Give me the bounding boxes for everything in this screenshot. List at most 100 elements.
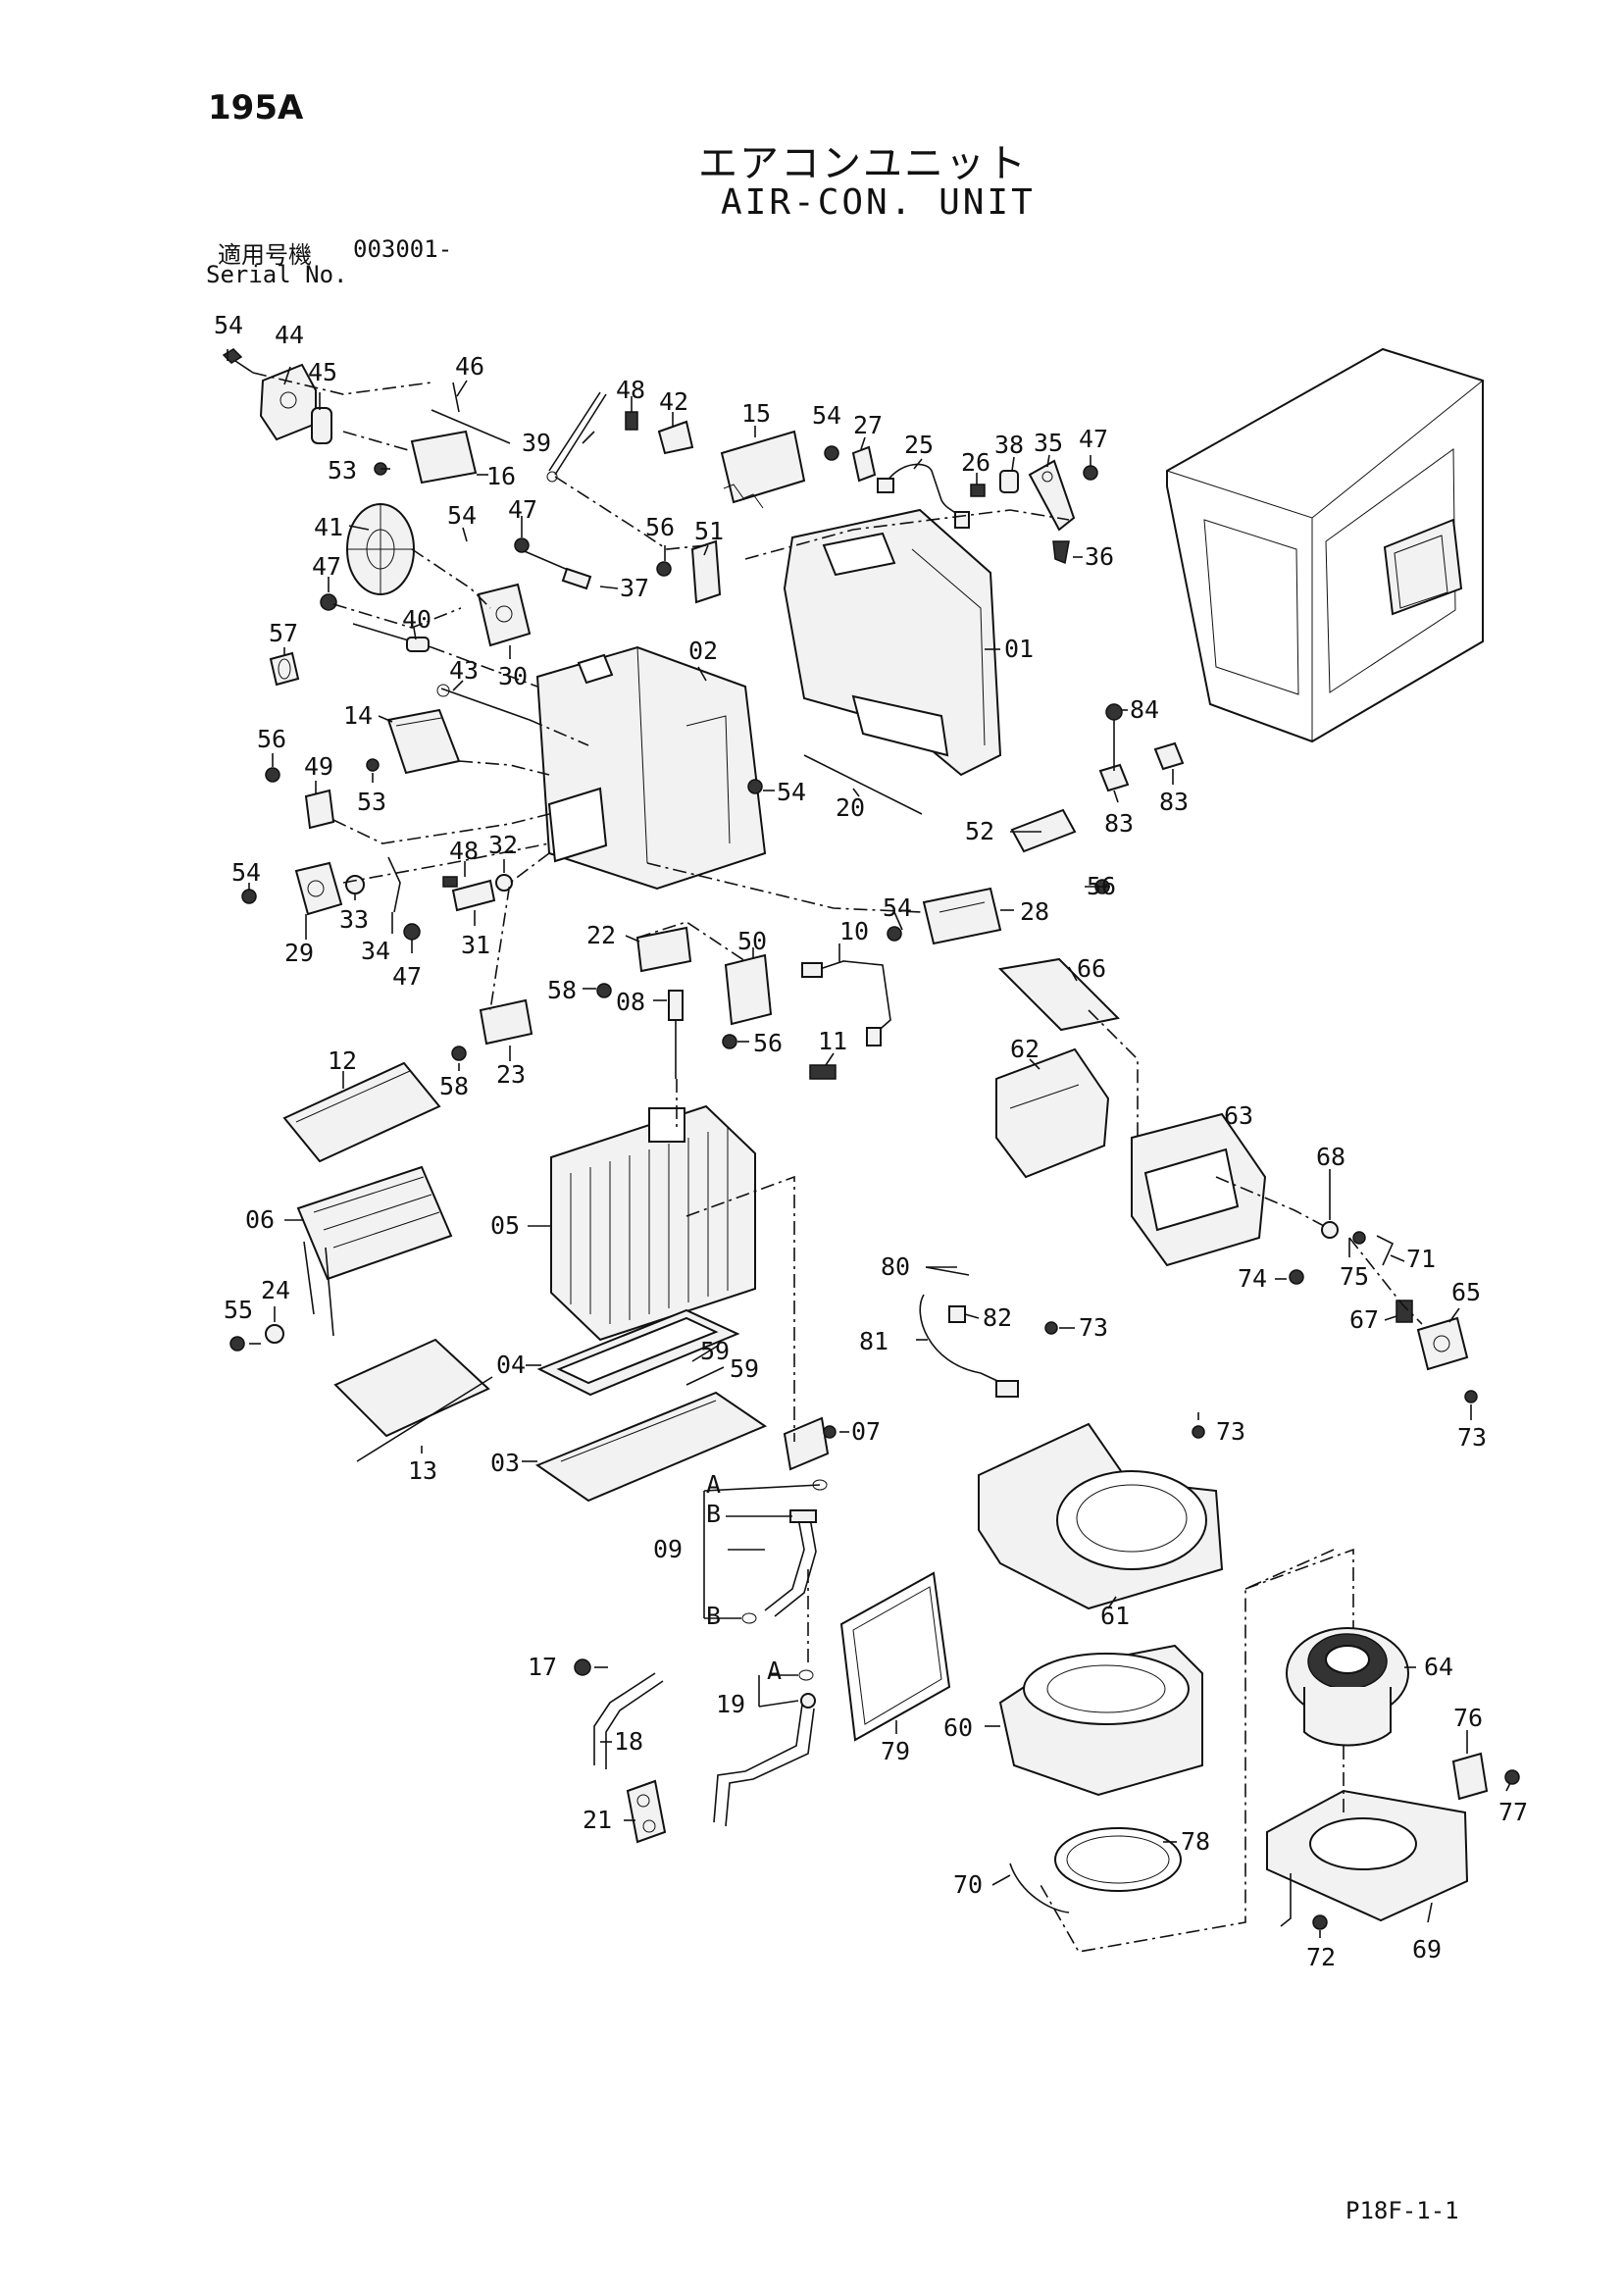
callout-46: 46 <box>455 352 484 381</box>
callout-54: 54 <box>777 778 806 806</box>
seal-a-2 <box>798 1669 814 1681</box>
callout-70: 70 <box>953 1870 983 1899</box>
callout-80: 80 <box>881 1252 910 1281</box>
callout-04: 04 <box>496 1351 526 1379</box>
part-68-clip <box>1321 1221 1339 1239</box>
part-26-connector <box>970 484 986 497</box>
part-51-bracket <box>690 539 722 604</box>
callout-73: 73 <box>1457 1423 1487 1452</box>
callout-06: 06 <box>245 1205 275 1234</box>
callout-65: 65 <box>1451 1278 1481 1306</box>
part-71-rod <box>1376 1235 1395 1266</box>
callout-05: 05 <box>490 1211 520 1240</box>
callout-13: 13 <box>408 1456 437 1485</box>
part-34-rod <box>387 856 401 913</box>
part-30-actuator <box>477 583 532 647</box>
callout-61: 61 <box>1100 1602 1130 1630</box>
callout-56: 56 <box>753 1029 783 1057</box>
callout-11: 11 <box>818 1027 847 1055</box>
callout-83: 83 <box>1104 809 1134 838</box>
part-70-drain-hose <box>1009 1862 1070 1913</box>
callout-52: 52 <box>965 817 994 845</box>
assembly-lines <box>252 372 1423 1953</box>
callout-62: 62 <box>1010 1035 1040 1063</box>
part-67-link <box>1396 1300 1413 1323</box>
part-47-screw-d <box>403 923 421 941</box>
part-37-rod <box>519 548 592 590</box>
part-52-bracket <box>1010 808 1077 853</box>
callout-72: 72 <box>1306 1943 1336 1971</box>
callout-38: 38 <box>994 431 1024 459</box>
callout-a: A <box>767 1657 782 1685</box>
callout-a: A <box>706 1470 721 1499</box>
callout-b: B <box>706 1602 721 1630</box>
callout-12: 12 <box>328 1046 357 1075</box>
part-74-screw <box>1289 1269 1304 1285</box>
callout-55: 55 <box>224 1296 253 1324</box>
callout-83: 83 <box>1159 788 1189 816</box>
callout-75: 75 <box>1340 1262 1369 1291</box>
part-47-screw-b <box>514 537 530 553</box>
part-46-rod <box>431 382 511 444</box>
part-12-filter <box>282 1061 441 1163</box>
part-82-connector <box>948 1305 966 1323</box>
part-59-seal-b <box>685 1366 725 1386</box>
part-18-hose <box>593 1672 664 1769</box>
callout-labels: 54 44 45 46 53 16 39 48 42 15 54 27 25 2… <box>214 311 1528 1971</box>
callout-21: 21 <box>583 1806 612 1834</box>
leader-lines <box>227 349 1511 1938</box>
callout-56: 56 <box>1087 872 1116 900</box>
callout-42: 42 <box>659 387 688 416</box>
part-76-connector <box>1451 1752 1489 1801</box>
part-32-clip <box>495 874 513 892</box>
callout-82: 82 <box>983 1303 1012 1332</box>
part-50-bracket <box>724 953 773 1026</box>
callout-53: 53 <box>357 788 386 816</box>
callout-33: 33 <box>339 905 369 934</box>
callout-63: 63 <box>1224 1101 1253 1130</box>
callout-25: 25 <box>904 431 934 459</box>
callout-79: 79 <box>881 1737 910 1765</box>
callout-30: 30 <box>498 662 528 690</box>
callout-74: 74 <box>1238 1264 1267 1293</box>
part-41-gear <box>346 503 415 595</box>
part-80-bolt <box>925 1266 970 1276</box>
part-73-screw-a <box>1044 1321 1058 1335</box>
part-64-blower-motor <box>1286 1627 1409 1747</box>
part-05-evaporator <box>550 1104 756 1342</box>
part-65-actuator <box>1416 1316 1469 1371</box>
part-54-screw-e <box>241 889 257 904</box>
part-22-bracket <box>635 926 692 973</box>
part-60-fan-case <box>998 1644 1203 1797</box>
callout-59: 59 <box>700 1337 730 1365</box>
part-06-heater-core <box>296 1165 453 1337</box>
serial-label: Serial No. <box>206 261 348 288</box>
part-10-harness <box>801 960 891 1046</box>
part-16-door <box>410 430 478 485</box>
part-75-pin <box>1352 1231 1366 1245</box>
callout-22: 22 <box>586 921 616 949</box>
part-58-screw-a <box>596 983 612 998</box>
callout-56: 56 <box>257 725 286 753</box>
part-73-screw-b <box>1464 1390 1478 1403</box>
part-72-screw <box>1312 1914 1328 1930</box>
callout-09: 09 <box>653 1535 683 1563</box>
callout-54: 54 <box>231 858 261 887</box>
part-78-seal-ring <box>1054 1827 1182 1892</box>
part-23-bracket <box>479 998 533 1046</box>
callout-64: 64 <box>1424 1653 1453 1681</box>
part-15-resistor <box>720 430 806 509</box>
part-62-duct <box>995 1047 1110 1179</box>
part-48-pin <box>625 411 638 431</box>
part-84-nut <box>1105 703 1123 721</box>
callout-58: 58 <box>439 1072 469 1100</box>
callout-53: 53 <box>328 456 357 485</box>
callout-36: 36 <box>1085 542 1114 571</box>
part-17-clamp <box>574 1658 591 1676</box>
part-47-screw-c <box>320 593 337 611</box>
callout-26: 26 <box>961 448 990 477</box>
callout-18: 18 <box>614 1727 643 1756</box>
callout-76: 76 <box>1453 1704 1483 1732</box>
part-08-sensor <box>668 990 684 1079</box>
